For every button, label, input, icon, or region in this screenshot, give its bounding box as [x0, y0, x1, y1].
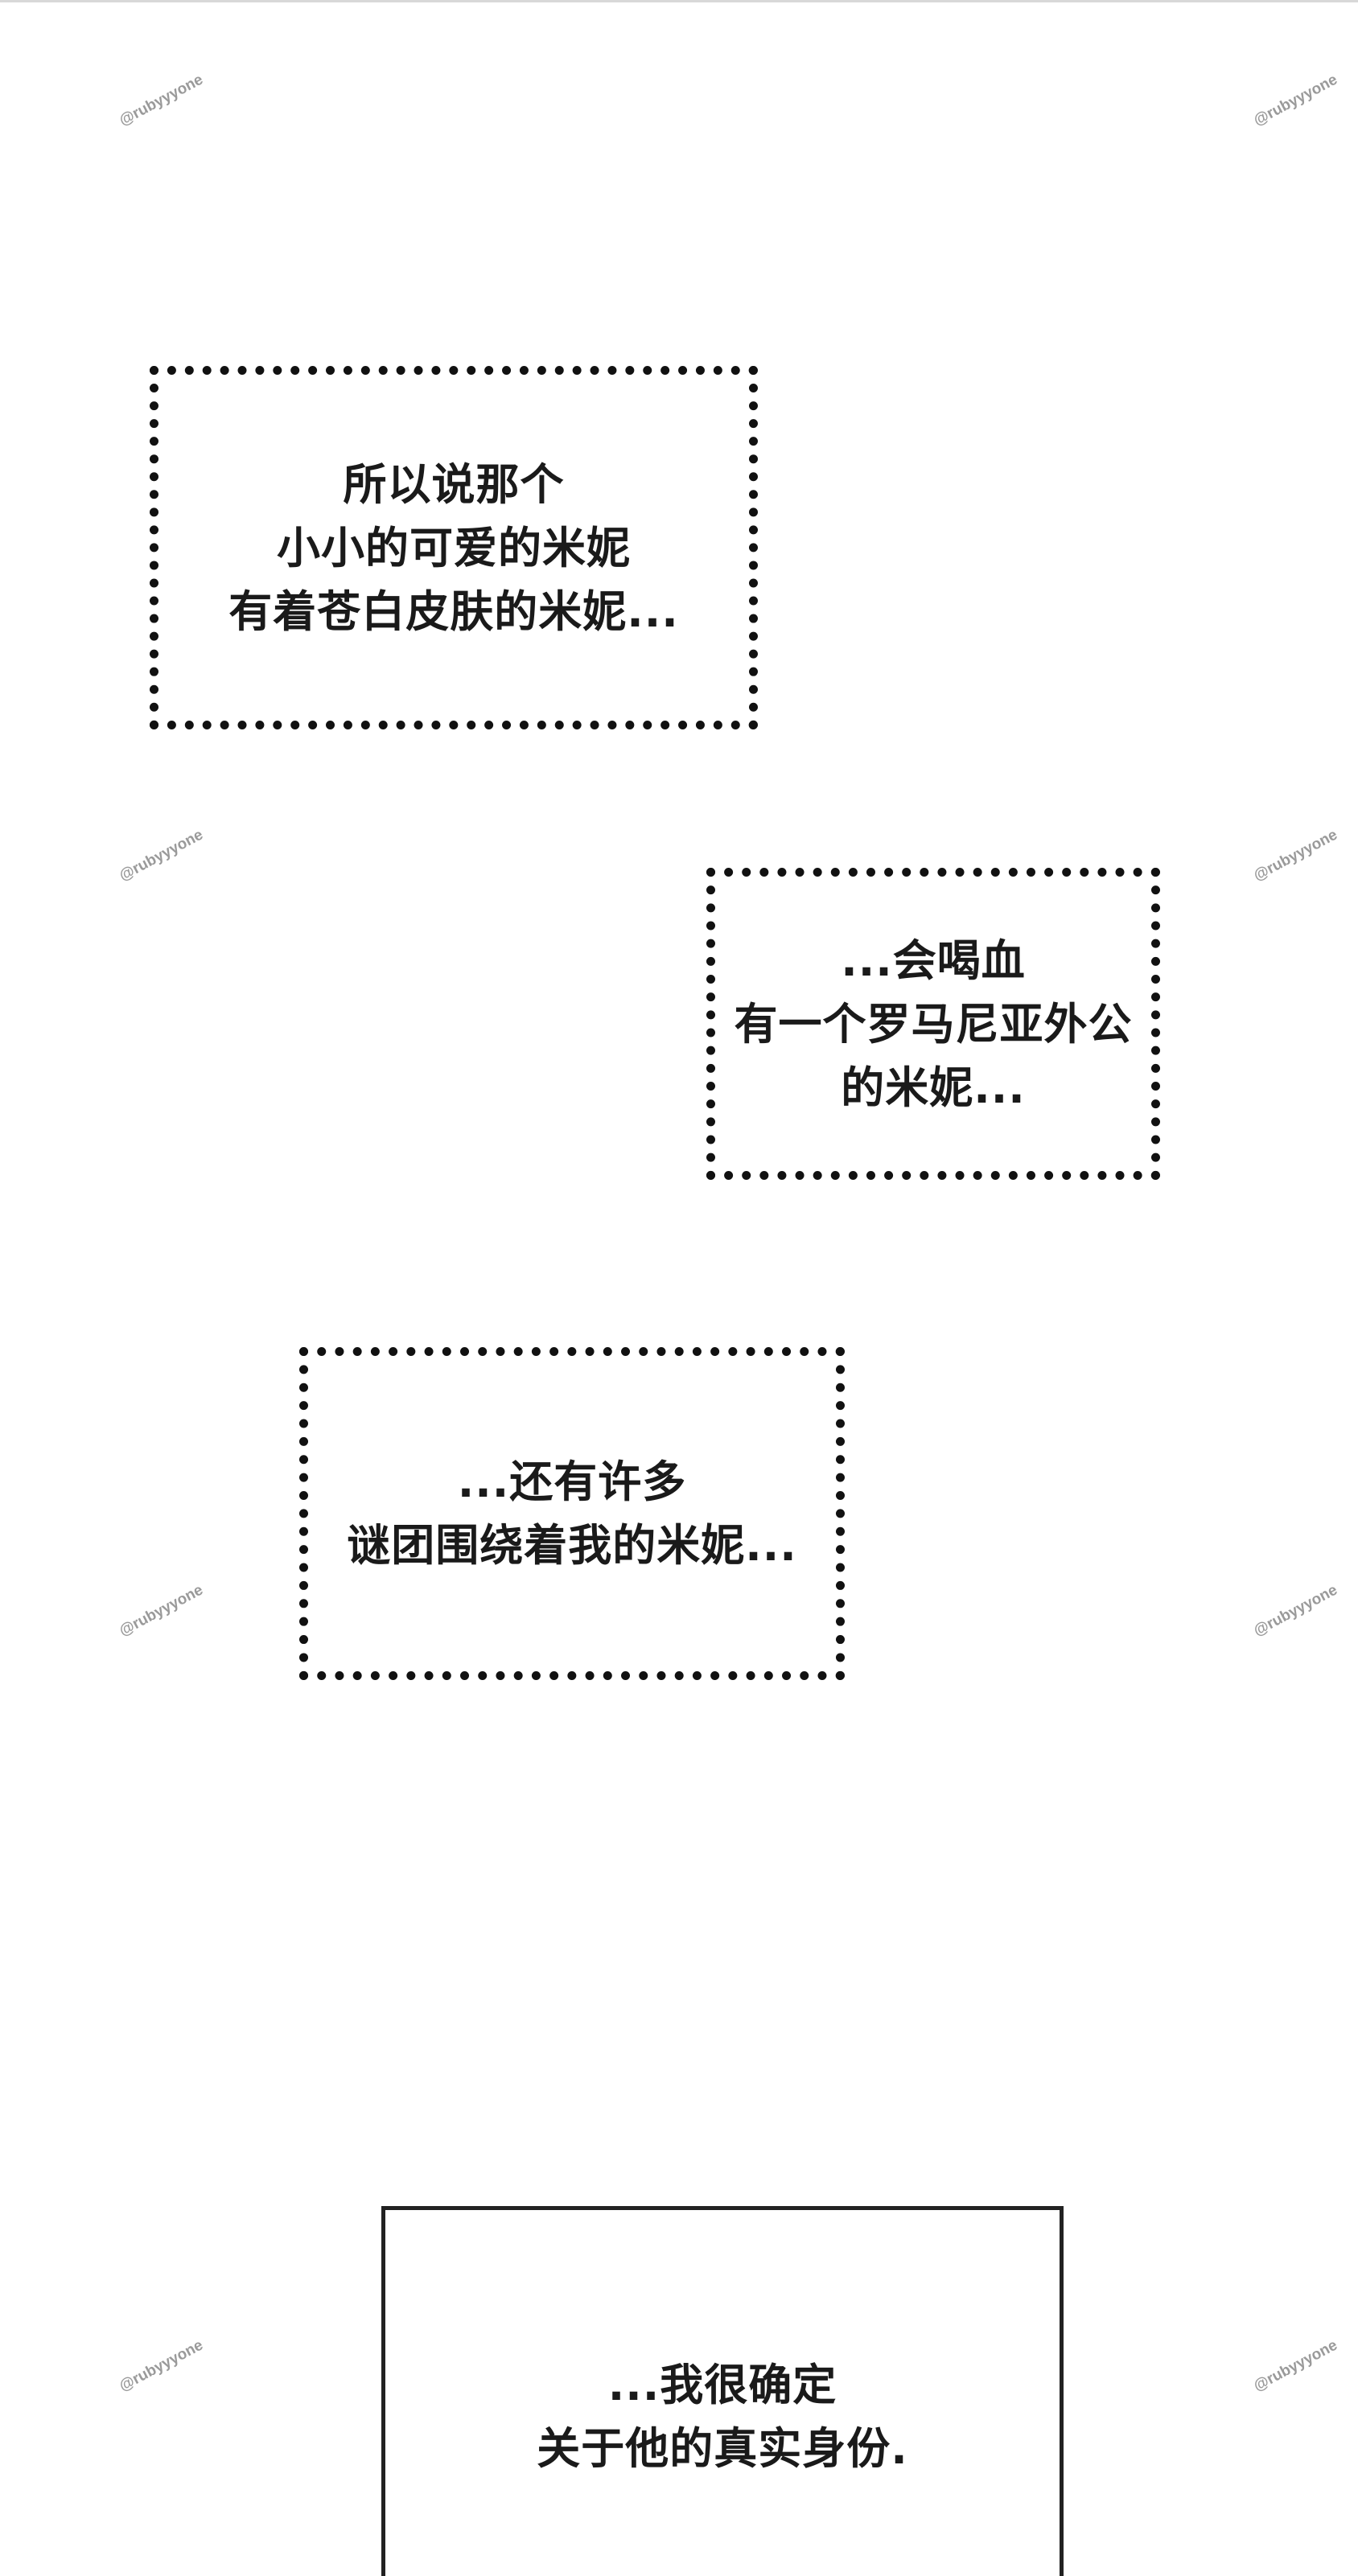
watermark: @rubyyyone: [1250, 2336, 1340, 2395]
narration-text: ...会喝血 有一个罗马尼亚外公 的米妮...: [735, 929, 1133, 1120]
comic-panel: ...我很确定 关于他的真实身份.: [381, 2206, 1064, 2576]
narration-box-1: 所以说那个 小小的可爱的米妮 有着苍白皮肤的米妮...: [150, 366, 758, 729]
watermark: @rubyyyone: [116, 2336, 206, 2395]
caption-line: ...还有许多: [457, 1456, 687, 1507]
watermark: @rubyyyone: [116, 826, 206, 885]
watermark: @rubyyyone: [1250, 826, 1340, 885]
caption-line: 谜团围绕着我的米妮...: [347, 1520, 797, 1571]
caption-line: 小小的可爱的米妮: [276, 522, 631, 573]
watermark: @rubyyyone: [1250, 71, 1340, 129]
narration-text: 所以说那个 小小的可爱的米妮 有着苍白皮肤的米妮...: [228, 453, 679, 643]
caption-line: 有着苍白皮肤的米妮...: [228, 585, 679, 637]
narration-text: ...我很确定 关于他的真实身份.: [537, 2353, 908, 2480]
caption-line: ...会喝血: [841, 935, 1026, 986]
caption-line: 所以说那个: [343, 458, 565, 510]
watermark: @rubyyyone: [116, 71, 206, 129]
caption-line: 有一个罗马尼亚外公: [734, 998, 1133, 1050]
caption-line: 的米妮...: [841, 1062, 1026, 1113]
watermark: @rubyyyone: [1250, 1581, 1340, 1640]
narration-text: ...还有许多 谜团围绕着我的米妮...: [347, 1450, 797, 1577]
caption-line: ...我很确定: [607, 2360, 837, 2410]
narration-box-3: ...还有许多 谜团围绕着我的米妮...: [299, 1347, 845, 1680]
caption-line: 关于他的真实身份.: [537, 2423, 908, 2474]
watermark: @rubyyyone: [116, 1581, 206, 1640]
narration-box-2: ...会喝血 有一个罗马尼亚外公 的米妮...: [706, 868, 1160, 1180]
